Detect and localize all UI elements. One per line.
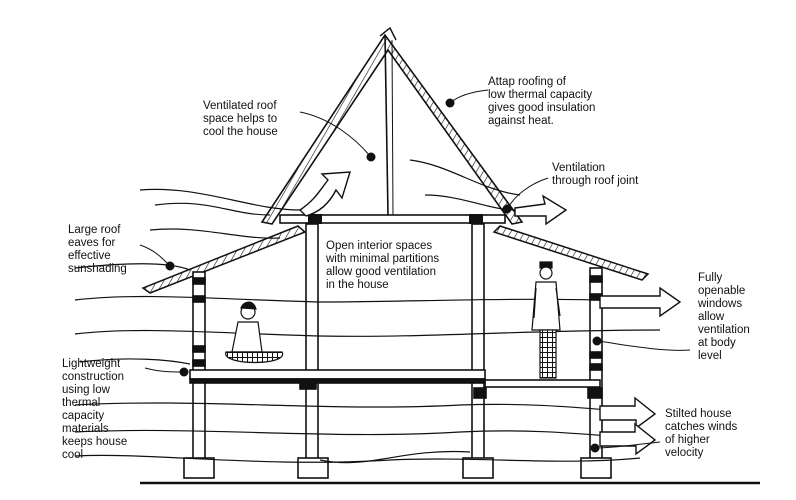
lightweight-construction-label: Lightweight construction using low therm…	[62, 358, 128, 461]
standing-man-figure	[531, 261, 561, 379]
ventilation-roof-joint-label: Ventilation through roof joint	[552, 162, 639, 187]
upper-roof	[260, 26, 524, 225]
wind-flow-lines	[74, 159, 661, 464]
wind-arrows	[298, 171, 682, 456]
openable-windows-label: Fully openable windows allow ventilation…	[698, 272, 750, 362]
lower-roof	[141, 225, 650, 294]
attap-roof-label: Attap roofing of low thermal capacity gi…	[488, 76, 596, 127]
ceiling-beam	[279, 214, 506, 224]
house-structure	[183, 223, 612, 479]
open-interior-label: Open interior spaces with minimal partit…	[326, 240, 440, 291]
annotation-leaders	[139, 89, 691, 453]
large-eaves-label: Large roof eaves for effective sunshadin…	[68, 224, 127, 275]
ventilated-roof-label: Ventilated roof space helps to cool the …	[203, 100, 278, 138]
seated-woman-figure	[225, 301, 283, 364]
stilted-house-label: Stilted house catches winds of higher ve…	[665, 408, 738, 459]
